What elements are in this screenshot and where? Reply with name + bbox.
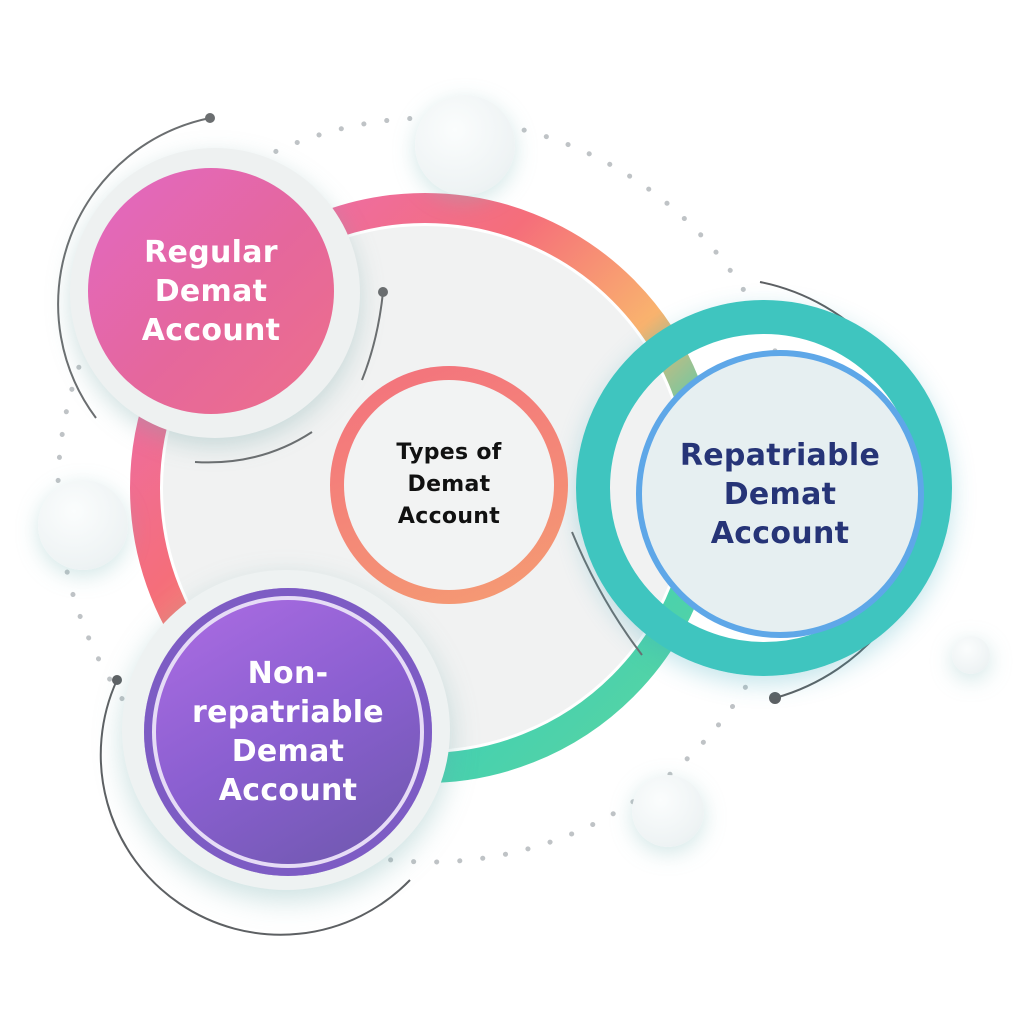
decorative-bubble-right (952, 636, 990, 674)
repatriable-label: Repatriable Demat Account (680, 436, 880, 553)
center-label-line1: Types of (396, 440, 502, 466)
center-label-line2: Demat (407, 472, 491, 498)
non-repatriable-label-line1: Non- (247, 656, 329, 691)
center-label: Types of Demat Account (396, 437, 501, 533)
non-repatriable-label-line3: Demat (231, 734, 345, 769)
decorative-bubble-bottom (632, 775, 704, 847)
non-repatriable-demat-account-node[interactable]: Non- repatriable Demat Account (144, 588, 432, 876)
repatriable-demat-account-node[interactable]: Repatriable Demat Account (636, 350, 924, 638)
center-label-line3: Account (397, 503, 501, 529)
repatriable-label-line3: Account (710, 515, 850, 551)
center-node-inner: Types of Demat Account (344, 380, 554, 590)
repatriable-label-line1: Repatriable (679, 437, 881, 473)
decorative-bubble-top (415, 95, 515, 195)
regular-label: Regular Demat Account (142, 233, 281, 350)
regular-label-line2: Demat (154, 273, 268, 309)
non-repatriable-label: Non- repatriable Demat Account (192, 654, 384, 810)
non-repatriable-label-line4: Account (218, 773, 358, 808)
regular-label-line3: Account (141, 312, 281, 348)
decorative-bubble-left (38, 480, 128, 570)
non-repatriable-label-line2: repatriable (192, 695, 384, 730)
repatriable-label-line2: Demat (723, 476, 837, 512)
center-node[interactable]: Types of Demat Account (330, 366, 568, 604)
regular-label-line1: Regular (144, 234, 278, 270)
regular-demat-account-node[interactable]: Regular Demat Account (88, 168, 334, 414)
